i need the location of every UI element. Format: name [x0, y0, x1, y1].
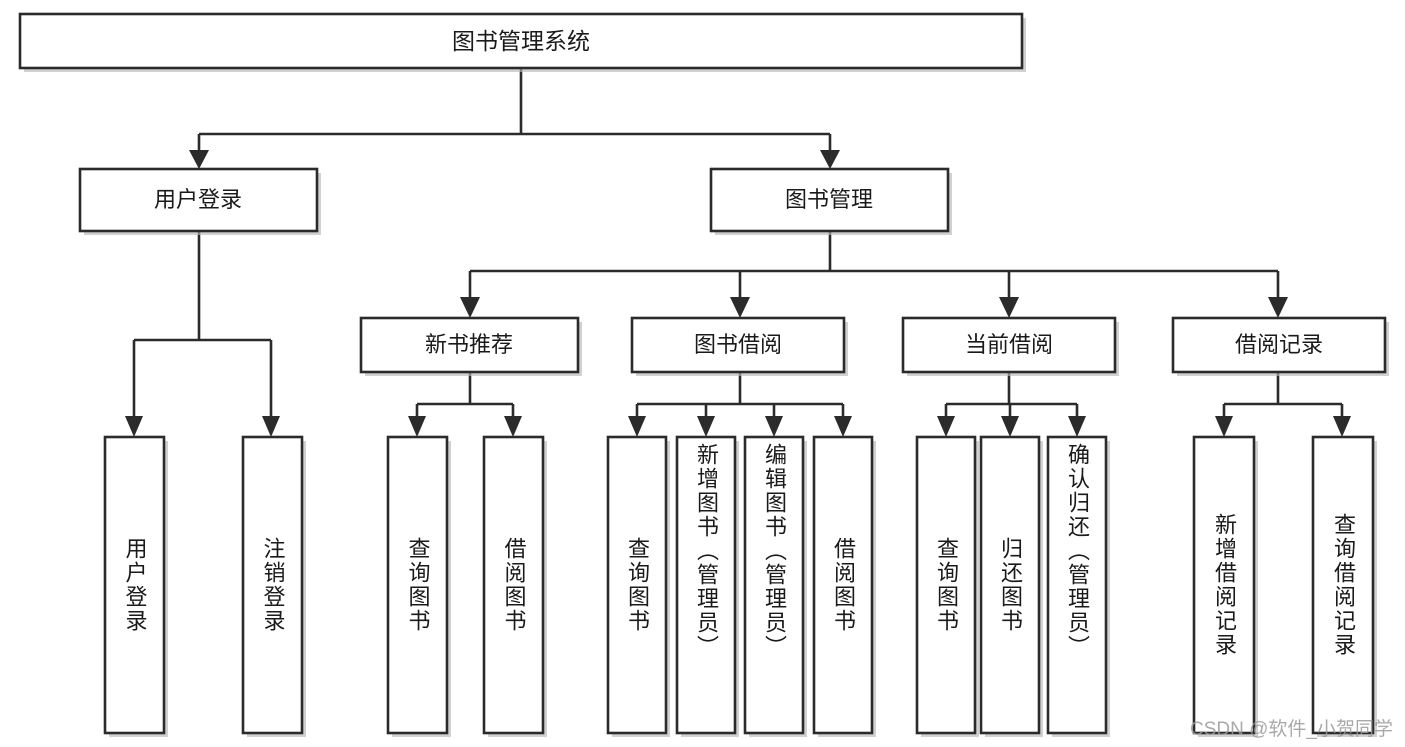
node-layer: 图书管理系统 用户登录 图书管理 新书推荐 图书借阅 当前借阅 借阅记录: [18, 12, 1389, 737]
arrowhead-leaf-query-book-1: [408, 416, 426, 437]
node-leaf-add-book[interactable]: [675, 435, 737, 735]
node-leaf-borrow-book-2[interactable]: [812, 435, 874, 735]
node-borrow-record[interactable]: [1171, 316, 1387, 374]
node-leaf-user-login[interactable]: [103, 435, 166, 735]
node-leaf-confirm-return[interactable]: [1046, 435, 1108, 735]
node-leaf-logout-login[interactable]: [241, 435, 304, 735]
node-new-book-recommend-label: 新书推荐: [425, 332, 513, 357]
arrowhead-leaf-user-login: [125, 416, 143, 437]
node-book-borrow-label: 图书借阅: [694, 332, 782, 357]
arrowhead-newbook: [460, 297, 480, 318]
arrowhead-bookmanage: [820, 150, 840, 169]
connector-layer: [125, 68, 1351, 437]
node-book-manage-label: 图书管理: [785, 187, 873, 212]
node-book-borrow[interactable]: [630, 316, 846, 374]
arrowhead-currentborrow: [999, 297, 1019, 318]
arrowhead-userlogin: [189, 150, 209, 169]
arrowhead-leaf-logout-login: [262, 416, 280, 437]
node-leaf-query-book-1[interactable]: [386, 435, 449, 735]
node-new-book-recommend[interactable]: [359, 316, 580, 374]
arrowhead-leaf-add-book: [697, 416, 715, 437]
node-current-borrow-label: 当前借阅: [965, 332, 1053, 357]
node-leaf-edit-book[interactable]: [743, 435, 805, 735]
arrowhead-leaf-query-book-3: [937, 416, 955, 437]
arrowhead-leaf-query-record: [1333, 416, 1351, 437]
node-leaf-query-book-2[interactable]: [606, 435, 668, 735]
arrowhead-leaf-confirm-return: [1068, 416, 1086, 437]
arrowhead-leaf-borrow-book-1: [504, 416, 522, 437]
node-user-login-label: 用户登录: [154, 187, 242, 212]
arrowhead-leaf-edit-book: [765, 416, 783, 437]
csdn-watermark: CSDN @软件_小贺同学: [1190, 719, 1393, 740]
arrowhead-borrowrecord: [1268, 297, 1288, 318]
node-leaf-return-book[interactable]: [979, 435, 1041, 735]
node-leaf-borrow-book-1[interactable]: [482, 435, 545, 735]
arrowhead-bookborrow: [730, 297, 750, 318]
arrowhead-leaf-return-book: [1001, 416, 1019, 437]
node-leaf-query-record[interactable]: [1311, 435, 1375, 735]
arrowhead-leaf-query-book-2: [628, 416, 646, 437]
node-root-label: 图书管理系统: [452, 28, 590, 54]
node-book-manage[interactable]: [709, 167, 950, 233]
node-leaf-query-book-3[interactable]: [915, 435, 977, 735]
node-borrow-record-label: 借阅记录: [1235, 332, 1323, 357]
arrowhead-leaf-add-record: [1215, 416, 1233, 437]
node-root[interactable]: [18, 12, 1024, 70]
node-user-login[interactable]: [78, 167, 319, 233]
node-leaf-add-record[interactable]: [1192, 435, 1256, 735]
arrowhead-leaf-borrow-book-2: [834, 416, 852, 437]
node-current-borrow[interactable]: [901, 316, 1117, 374]
